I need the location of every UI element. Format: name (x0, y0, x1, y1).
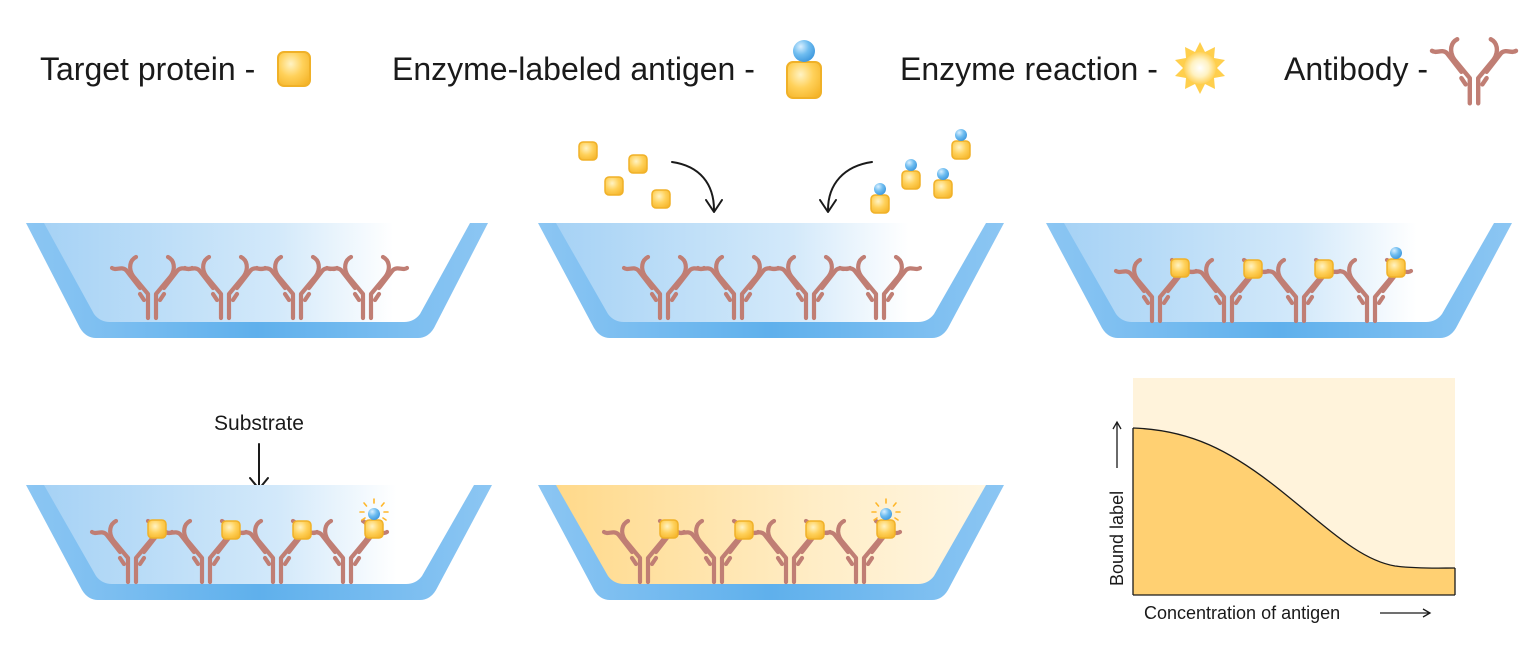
well-liquid (556, 223, 986, 322)
bound-target-protein (1243, 259, 1263, 279)
legend-target-protein-label: Target protein - (40, 51, 255, 87)
enzyme-reaction-sun-icon (1175, 42, 1225, 94)
well-liquid (44, 223, 470, 322)
bound-target-protein (147, 519, 167, 539)
free-target-protein (604, 176, 624, 196)
standard-curve-chart: Concentration of antigen Bound label (1107, 378, 1456, 623)
legend-enzyme-labeled-antigen-label: Enzyme-labeled antigen - (392, 51, 755, 87)
x-axis-label: Concentration of antigen (1144, 603, 1340, 623)
x-axis-arrow (1380, 608, 1432, 618)
bound-target-protein (292, 520, 312, 540)
chart-area (1133, 428, 1455, 595)
free-target-protein (651, 189, 671, 209)
free-target-protein (578, 141, 598, 161)
well-liquid (44, 485, 474, 584)
free-labeled-antigen (870, 182, 890, 214)
target-protein-icon (277, 51, 311, 87)
free-labeled-antigen (901, 158, 921, 190)
well-step-5 (538, 485, 1004, 600)
bound-target-protein (805, 520, 825, 540)
y-axis-arrow (1112, 420, 1122, 468)
free-labeled-antigen (951, 128, 971, 160)
well-step-3 (1046, 223, 1512, 338)
y-axis-label: Bound label (1107, 491, 1127, 586)
curved-arrow-right (671, 161, 715, 211)
substrate-label: Substrate (214, 412, 304, 435)
bound-target-protein (659, 519, 679, 539)
bound-target-protein (221, 520, 241, 540)
bound-target-protein (1314, 259, 1334, 279)
bound-target-protein (1170, 258, 1190, 278)
free-target-protein (628, 154, 648, 174)
arrow-head (819, 199, 837, 213)
well-step-4: Substrate (26, 412, 492, 600)
free-labeled-antigen (933, 167, 953, 199)
bound-target-protein (734, 520, 754, 540)
well-step-2 (538, 128, 1004, 338)
chart-curve (1132, 427, 1456, 569)
arrow-head (705, 199, 723, 213)
well-step-1 (26, 223, 488, 338)
legend-enzyme-reaction-label: Enzyme reaction - (900, 51, 1158, 87)
well-liquid-colored (556, 485, 986, 584)
antibody-legend-icon (1432, 39, 1516, 103)
enzyme-labeled-antigen-icon (786, 40, 822, 99)
substrate-arrow (249, 443, 269, 490)
legend: Target protein - Enzyme-labeled antigen … (40, 39, 1516, 103)
curved-arrow-left (827, 161, 873, 211)
legend-antibody-label: Antibody - (1284, 51, 1428, 87)
